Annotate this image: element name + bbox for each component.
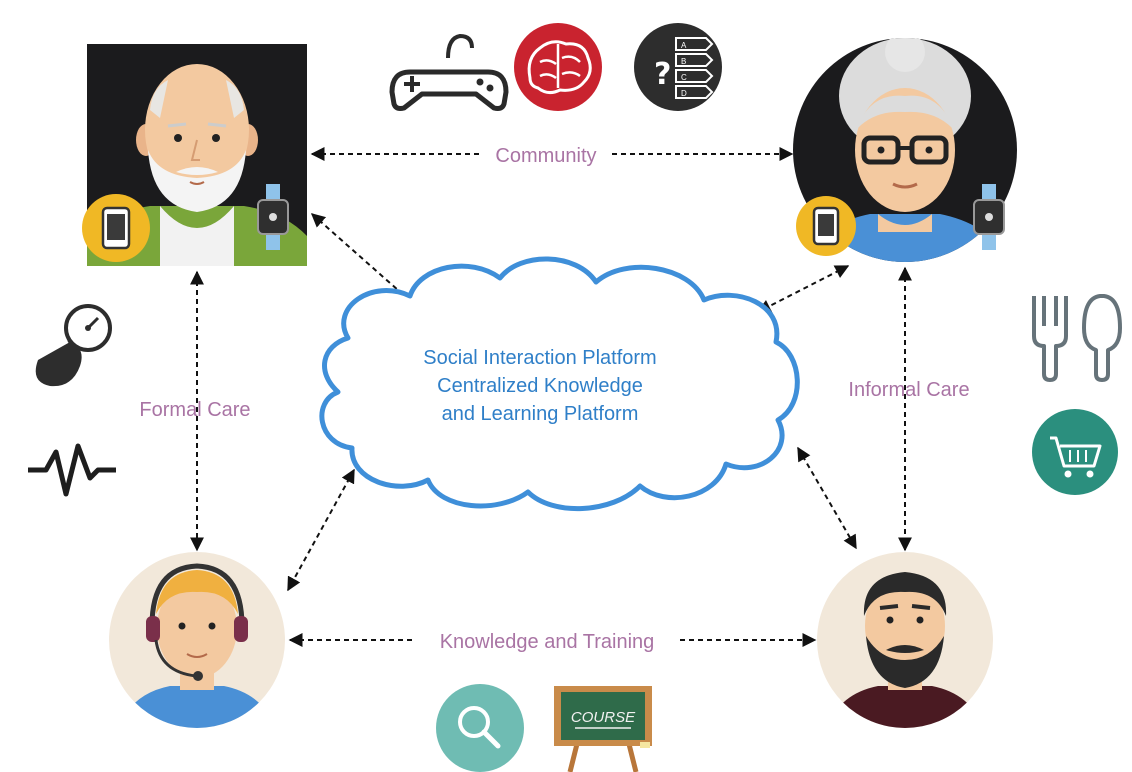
blood-pressure-icon [35, 304, 112, 387]
search-icon [436, 684, 524, 772]
avatar-elderly-woman [793, 38, 1017, 262]
edge-label-informal-care: Informal Care [848, 379, 969, 401]
quiz-option-c: C [681, 73, 687, 82]
course-board-icon: COURSE [554, 686, 652, 772]
avatar-elderly-man [82, 44, 307, 266]
quiz-option-b: B [681, 57, 686, 66]
quiz-option-a: A [681, 41, 687, 50]
svg-text:?: ? [654, 57, 671, 92]
platform-line-3: and Learning Platform [442, 403, 639, 425]
platform-line-2: Centralized Knowledge [437, 375, 643, 397]
cutlery-icon [1032, 294, 1122, 382]
quiz-option-d: D [681, 89, 687, 98]
arrow-br-cloud [797, 446, 857, 550]
edge-label-community: Community [495, 145, 596, 167]
course-board-text: COURSE [571, 709, 636, 726]
arrow-bl-cloud [287, 468, 355, 592]
quiz-icon: ? A B C D [634, 23, 722, 111]
gamepad-icon [389, 33, 509, 111]
phone-icon [82, 194, 150, 262]
platform-cloud: Social Interaction Platform Centralized … [319, 256, 800, 511]
phone-icon [796, 196, 856, 256]
avatar-bearded-man [817, 552, 993, 728]
platform-line-1: Social Interaction Platform [423, 347, 656, 369]
edge-label-formal-care: Formal Care [139, 399, 250, 421]
shopping-cart-icon [1032, 409, 1118, 495]
smartwatch-icon [257, 184, 289, 250]
smartwatch-icon [973, 184, 1005, 250]
arrow-tr-cloud [756, 265, 850, 313]
heartbeat-icon [28, 443, 116, 497]
brain-icon [514, 23, 602, 111]
avatar-support-operator [109, 552, 285, 728]
edge-label-knowledge-training: Knowledge and Training [440, 631, 655, 653]
